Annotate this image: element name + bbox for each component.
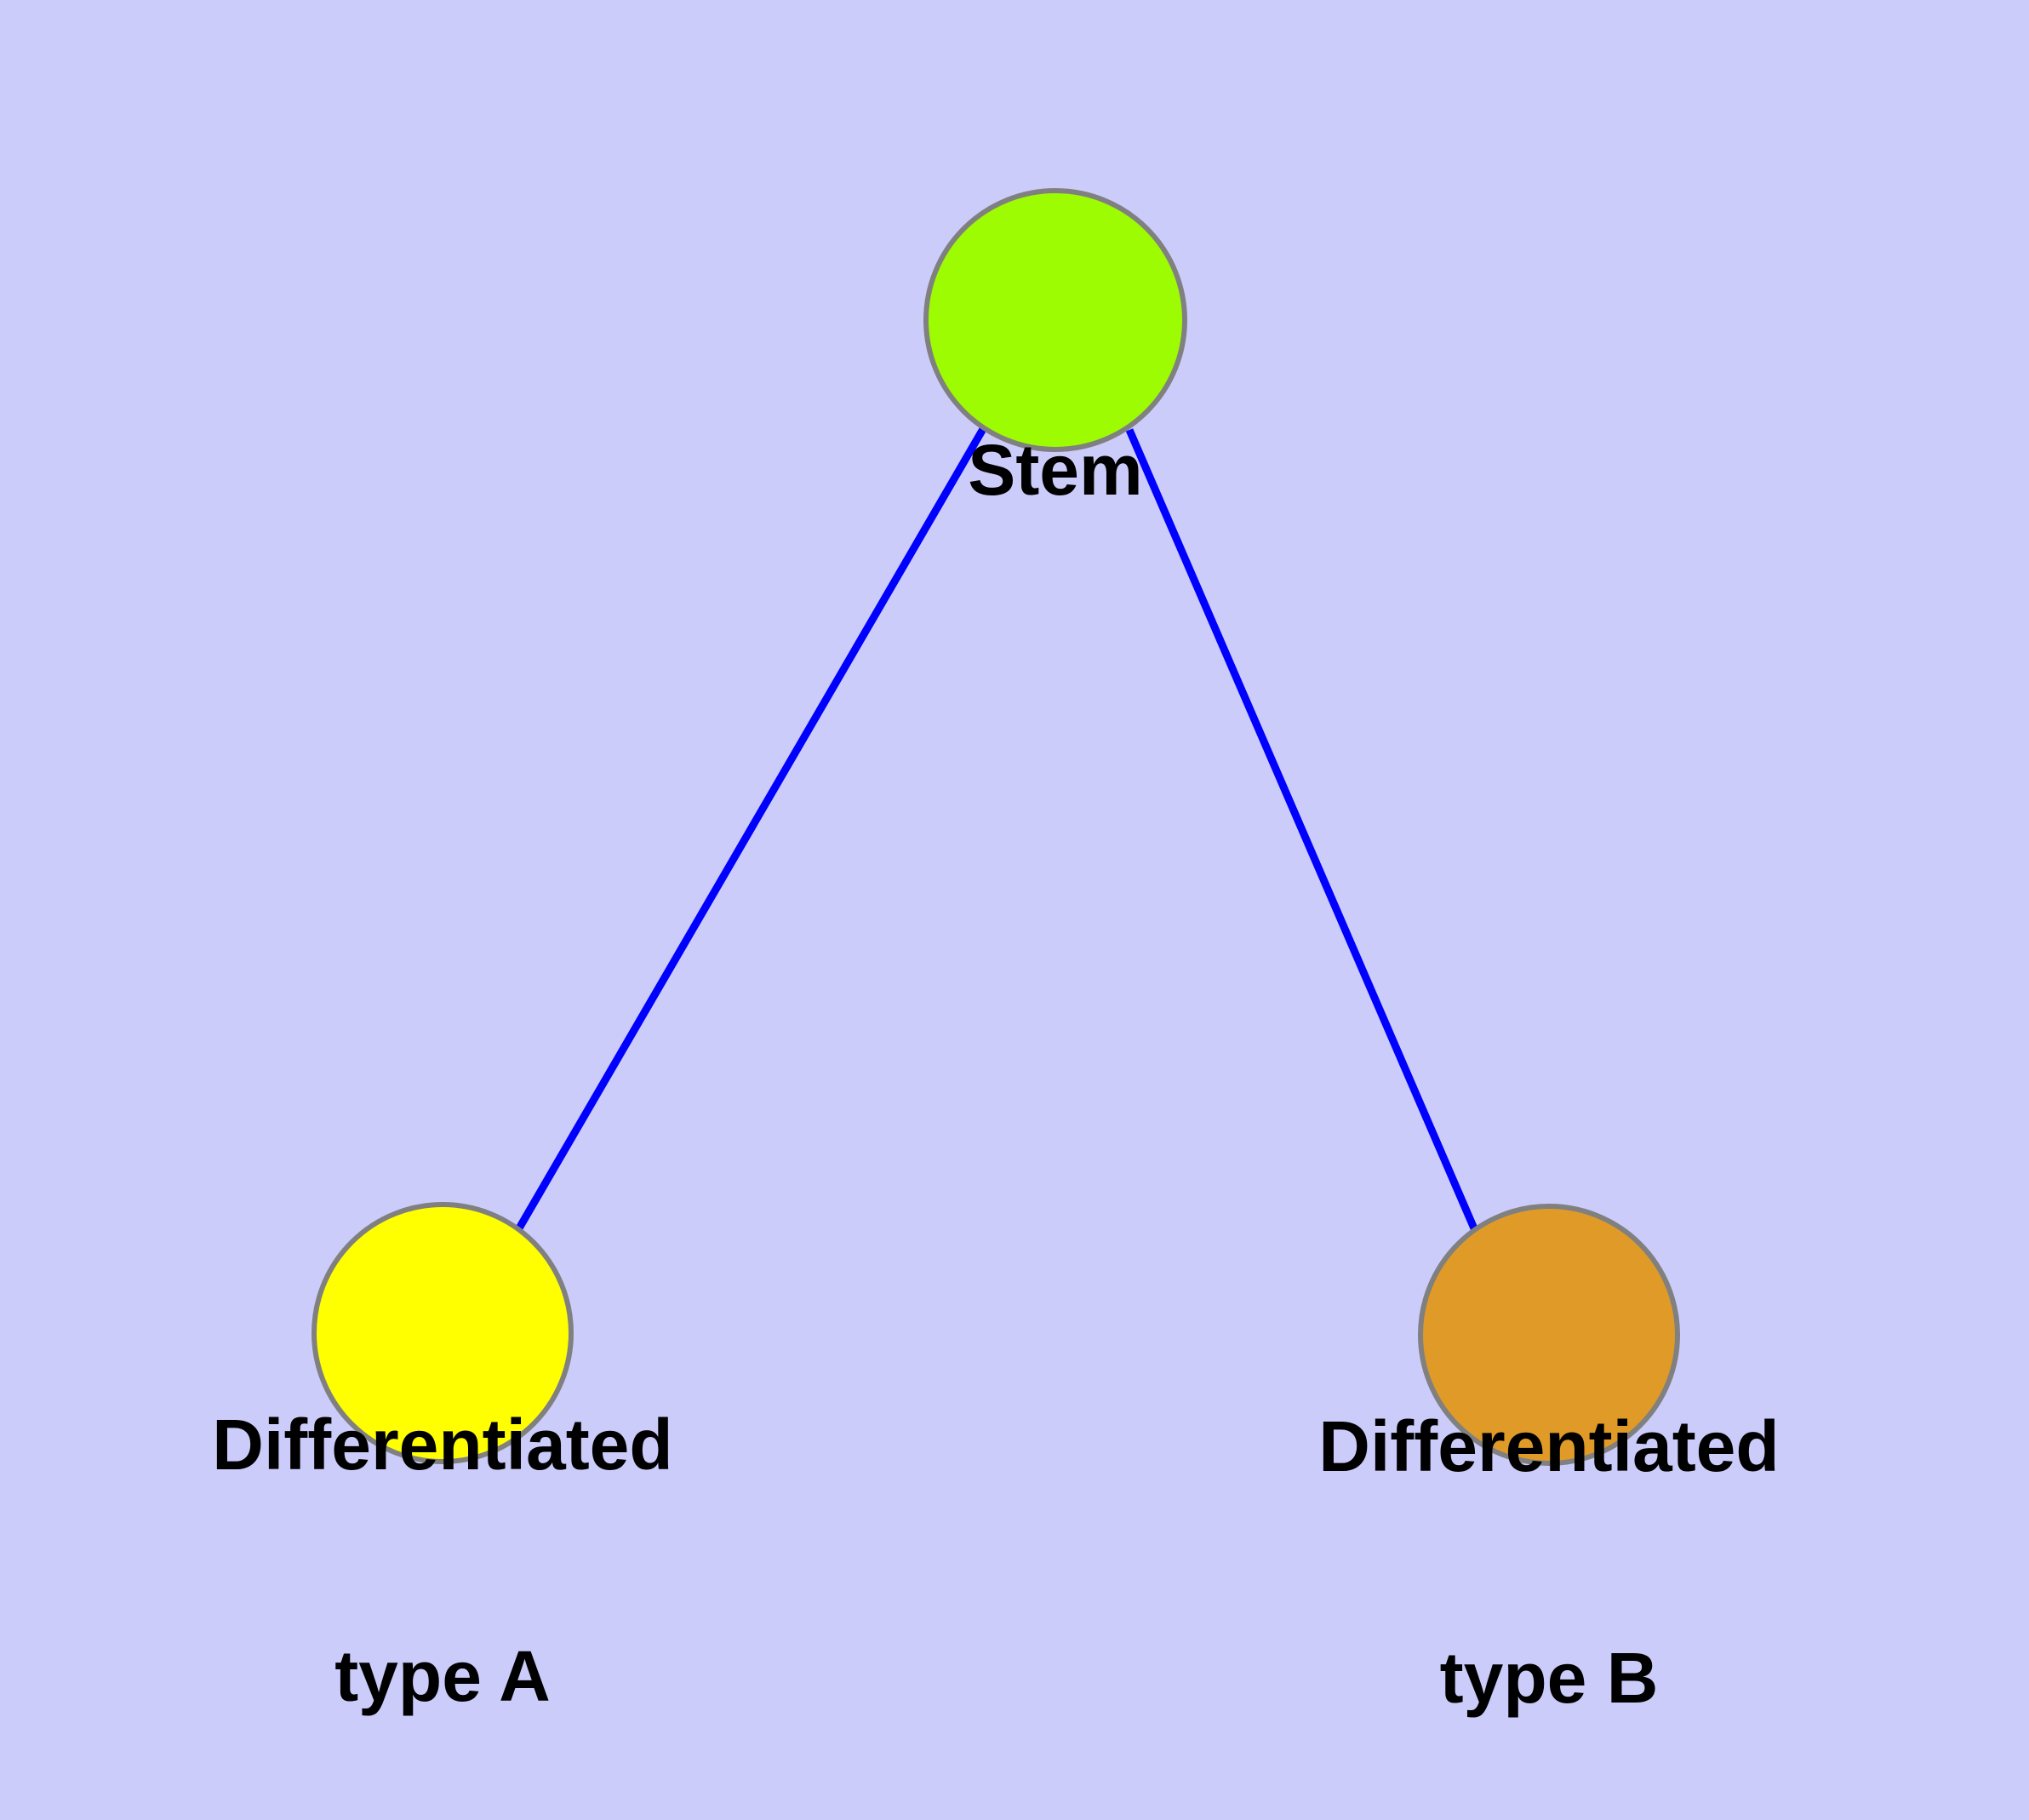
edge-stem-to-differentiated-type-a[interactable] (513, 426, 986, 1235)
node-differentiated-type-a[interactable] (311, 1202, 574, 1464)
nodes-group (311, 188, 1680, 1466)
edge-stem-to-differentiated-type-b[interactable] (1125, 428, 1481, 1236)
node-differentiated-type-b[interactable] (1418, 1204, 1680, 1466)
node-stem[interactable] (923, 188, 1187, 452)
edges-group (513, 426, 1481, 1236)
